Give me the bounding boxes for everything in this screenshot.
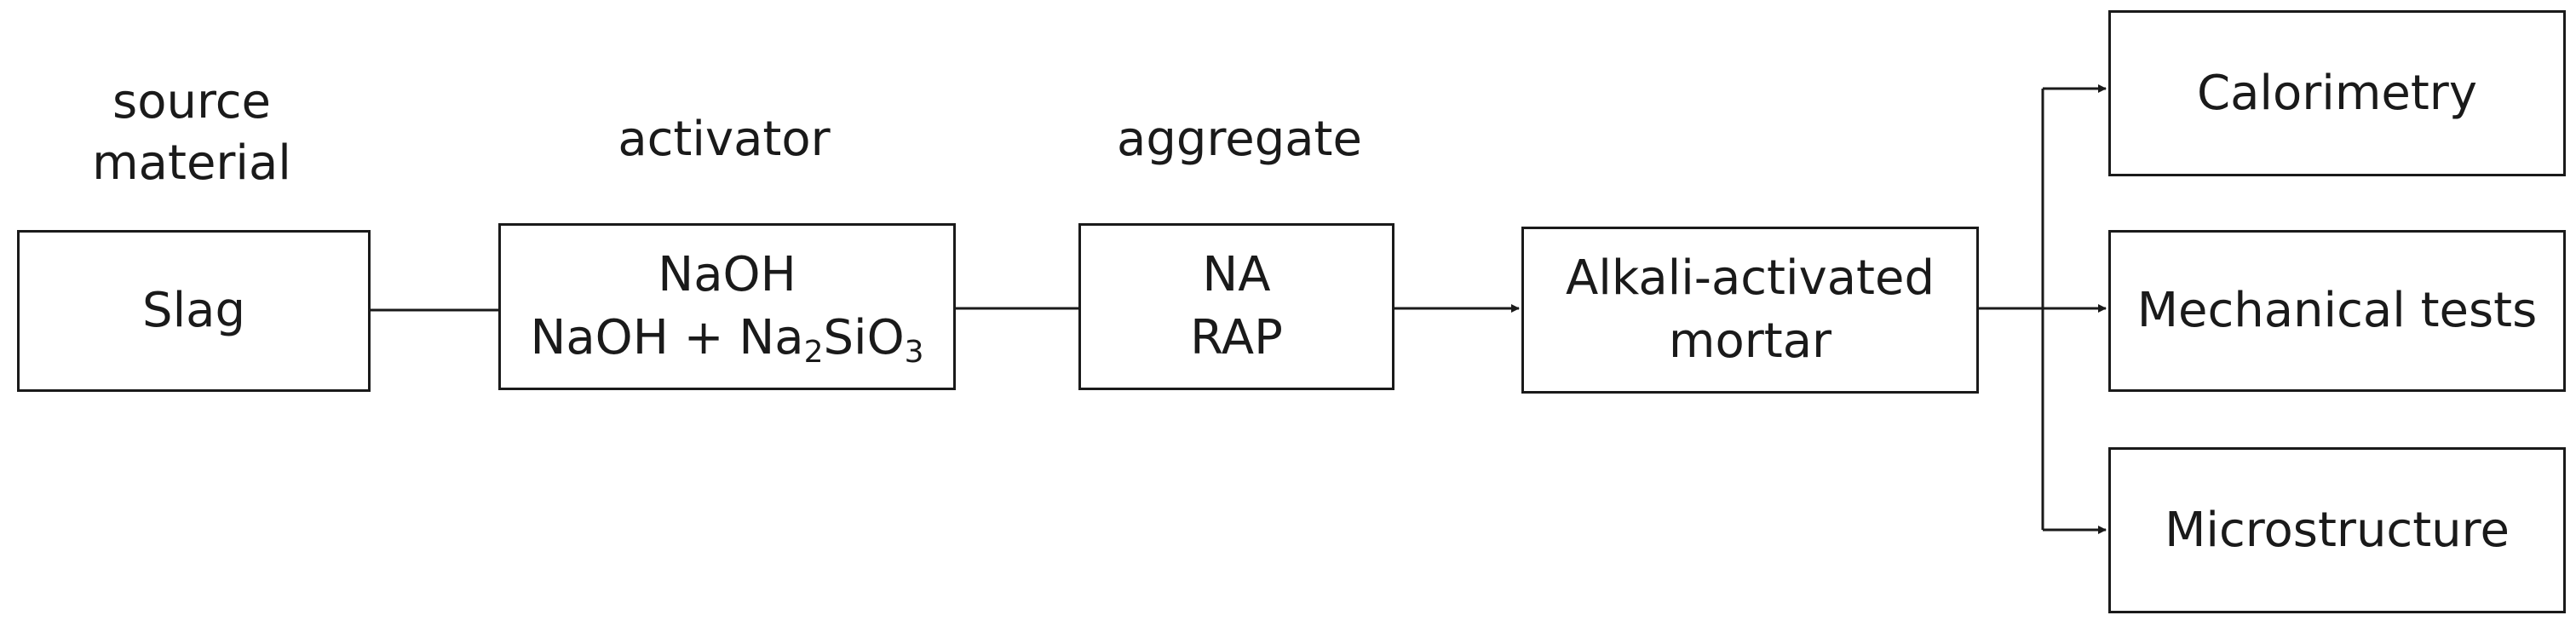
mortar-line1: Alkali-activated: [1566, 250, 1935, 306]
aggregate-box: NA RAP: [1078, 223, 1394, 390]
slag-box-label: Slag: [142, 283, 245, 338]
aggregate-line1: NA: [1202, 247, 1271, 302]
activator-box: NaOH NaOH + Na2SiO3: [498, 223, 956, 390]
aggregate-heading: aggregate: [1117, 112, 1362, 167]
source-material-heading: source material: [85, 72, 298, 194]
aggregate-line2: RAP: [1190, 310, 1283, 365]
slag-box: Slag: [17, 230, 371, 392]
microstructure-box: Microstructure: [2108, 447, 2566, 613]
mechanical-tests-box: Mechanical tests: [2108, 230, 2566, 392]
source-heading-line2: material: [92, 135, 291, 191]
mortar-line2: mortar: [1668, 313, 1832, 369]
activator-line2: NaOH + Na2SiO3: [530, 310, 924, 370]
source-heading-line1: source: [112, 74, 271, 129]
mortar-box: Alkali-activated mortar: [1521, 227, 1979, 394]
calorimetry-label: Calorimetry: [2197, 65, 2477, 121]
microstructure-label: Microstructure: [2165, 502, 2510, 558]
activator-heading: activator: [618, 112, 831, 167]
calorimetry-box: Calorimetry: [2108, 10, 2566, 176]
activator-line1: NaOH: [658, 247, 796, 302]
mechanical-tests-label: Mechanical tests: [2136, 283, 2538, 338]
